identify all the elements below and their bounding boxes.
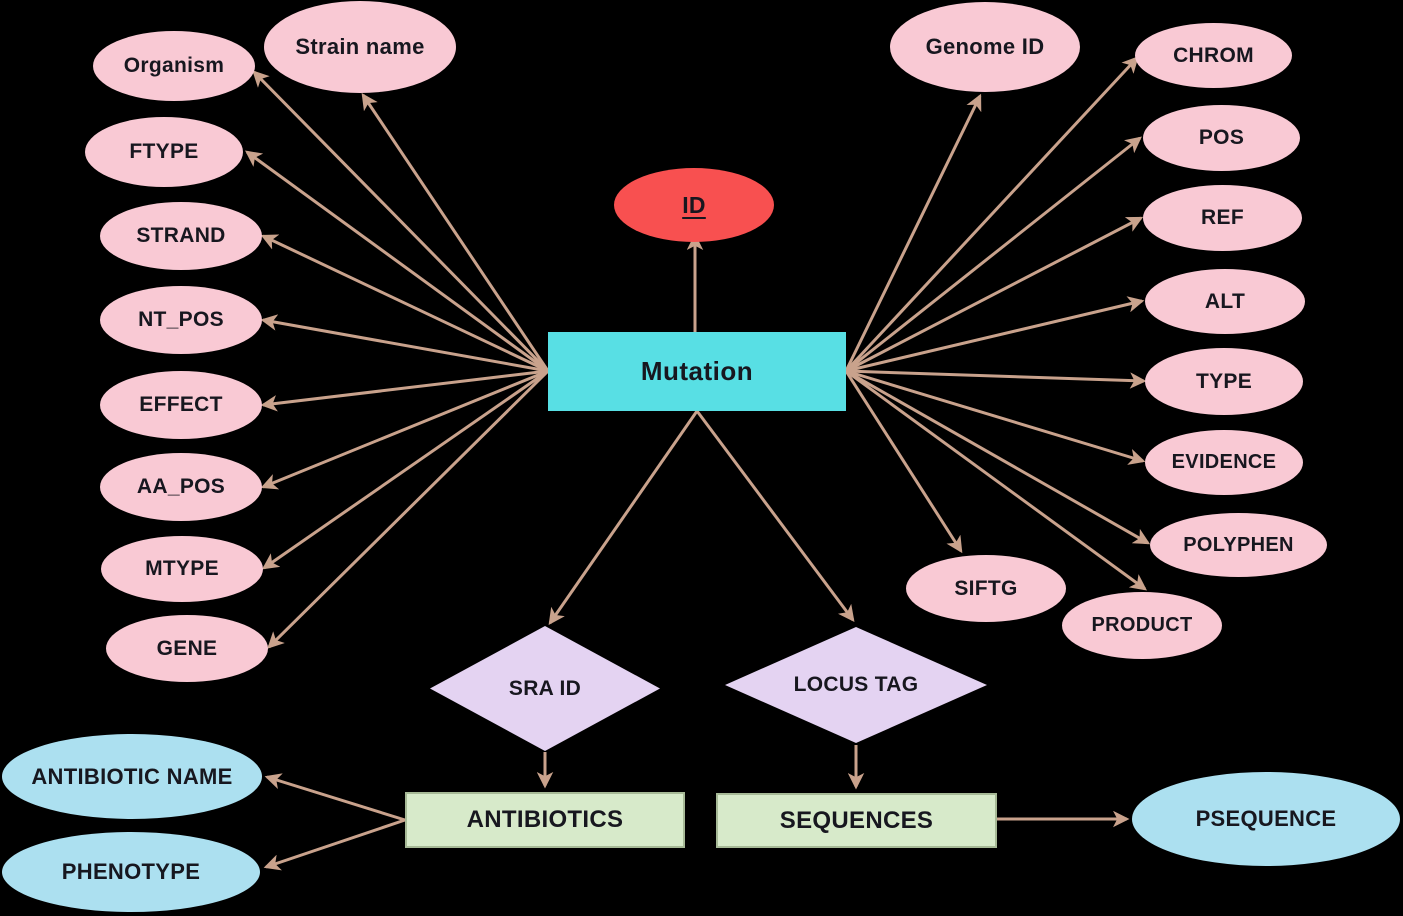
edge-mutation-sra-id [548,410,699,626]
attribute-nt-pos: NT_POS [100,286,262,354]
attribute-phenotype: PHENOTYPE [2,832,260,912]
attribute-label: GENE [156,636,218,660]
attribute-genome-id: Genome ID [890,2,1080,92]
edge-mutation-evidence [845,369,1146,465]
relationship-label: SRA ID [508,676,582,700]
attribute-effect: EFFECT [100,371,262,439]
attribute-label: PSEQUENCE [1195,806,1337,831]
edge-mutation-genome-id [844,93,982,372]
entity-sequences: SEQUENCES [716,793,997,848]
edge-mutation-strand [260,234,549,373]
edge-mutation-organism [252,70,550,373]
attribute-label: AA_POS [136,475,226,498]
attribute-ftype: FTYPE [85,117,243,187]
attribute-aa-pos: AA_POS [100,453,262,521]
edge-mutation-ref [845,216,1144,373]
attribute-polyphen: POLYPHEN [1150,513,1327,577]
attribute-label: Organism [123,54,225,77]
attribute-gene: GENE [106,615,268,682]
edge-mutation-mtype [261,369,549,570]
entity-label: ANTIBIOTICS [466,806,624,833]
edge-mutation-effect [260,369,549,412]
attribute-label: EVIDENCE [1171,451,1277,473]
attribute-label: TYPE [1195,369,1253,393]
primary-key-label: ID [682,191,706,218]
edge-mutation-polyphen [845,369,1151,545]
attribute-label: ALT [1204,289,1246,313]
edge-mutation-type [845,369,1147,389]
attribute-label: REF [1201,206,1244,229]
attribute-product: PRODUCT [1062,592,1222,659]
attribute-strain-name: Strain name [264,1,456,93]
attribute-label: POS [1198,126,1245,149]
edge-mutation-nt-pos [260,314,549,373]
attribute-label: POLYPHEN [1183,533,1294,556]
entity-label: SEQUENCES [779,806,934,834]
edge-mutation-product [845,369,1147,591]
entity-mutation: Mutation [548,332,846,411]
edge-mutation-aa-pos [260,369,549,490]
attribute-chrom: CHROM [1135,23,1292,88]
edge-mutation-ftype [244,150,549,373]
attribute-organism: Organism [93,31,255,101]
edge-mutation-gene [267,369,550,649]
attribute-ref: REF [1143,185,1302,251]
edge-mutation-chrom [844,56,1139,373]
edge-mutation-siftg [844,370,963,554]
edge-mutation-pos [845,136,1142,373]
attribute-siftg: SIFTG [906,555,1066,622]
attribute-label: SIFTG [954,576,1018,600]
attribute-strand: STRAND [100,202,262,270]
relationship-label: LOCUS TAG [793,673,919,696]
edge-antibiotics-phenotype [263,818,406,871]
attribute-label: NT_POS [138,308,224,331]
attribute-pos: POS [1143,105,1300,171]
edge-mutation-strain-name [361,92,550,372]
edge-mutation-locus-tag [695,410,855,622]
edge-mutation-alt [845,296,1145,373]
attribute-alt: ALT [1145,269,1305,334]
attribute-label: CHROM [1173,43,1254,67]
attribute-label: Genome ID [925,34,1045,59]
edge-antibiotics-antibiotic-name [264,773,406,822]
attribute-label: ANTIBIOTIC NAME [31,763,233,789]
attribute-psequence: PSEQUENCE [1132,772,1400,866]
attribute-id-primary-key: ID [614,168,774,242]
attribute-label: PHENOTYPE [61,859,201,884]
attribute-label: MTYPE [145,557,219,580]
attribute-evidence: EVIDENCE [1145,430,1303,495]
attribute-antibiotic-name: ANTIBIOTIC NAME [2,734,262,819]
attribute-label: Strain name [295,34,425,59]
attribute-label: EFFECT [139,393,223,416]
entity-label: Mutation [640,356,754,386]
entity-antibiotics: ANTIBIOTICS [405,792,685,848]
attribute-label: FTYPE [129,140,199,163]
attribute-label: STRAND [136,224,226,247]
attribute-mtype: MTYPE [101,536,263,602]
attribute-label: PRODUCT [1091,614,1193,636]
attribute-type: TYPE [1145,348,1303,415]
